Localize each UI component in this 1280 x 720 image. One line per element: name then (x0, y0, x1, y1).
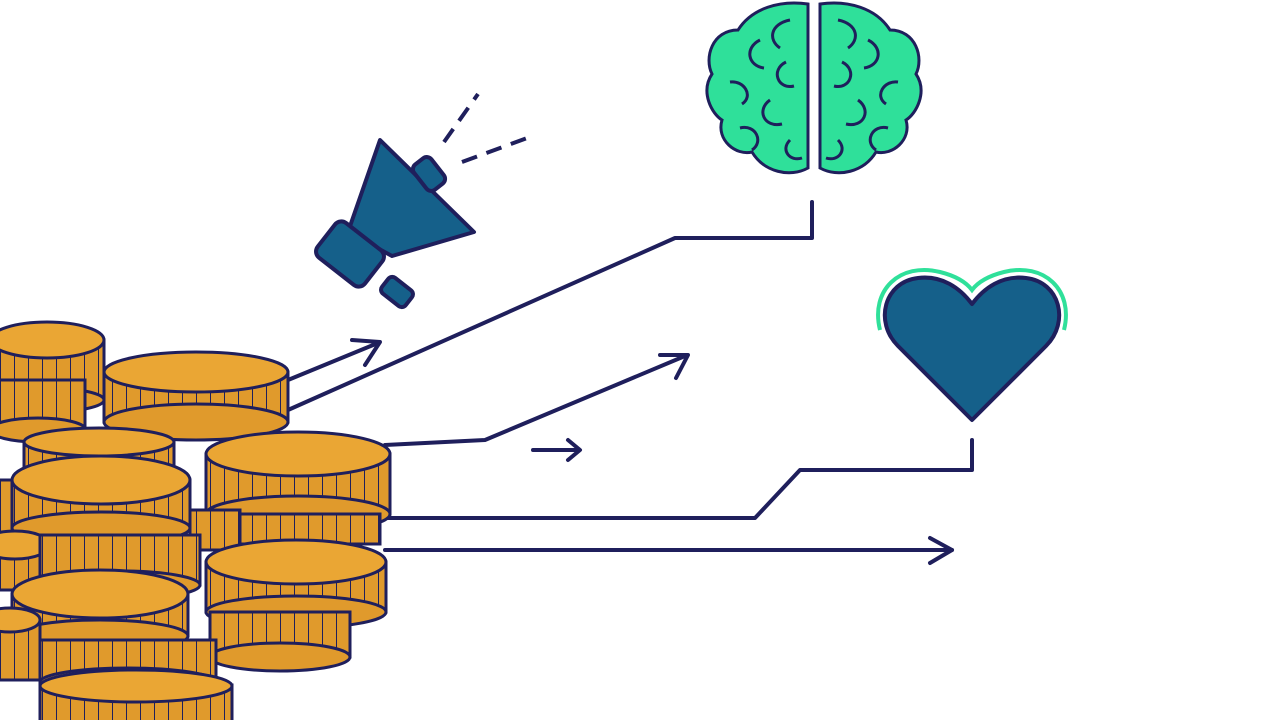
brain-connector-line (286, 200, 814, 412)
coin (0, 606, 42, 682)
heart-icon (876, 268, 1068, 422)
heart-connector-line (383, 438, 974, 520)
brain-icon (705, 1, 923, 175)
coin (10, 454, 192, 546)
coin (208, 610, 352, 673)
flow-lines (286, 200, 974, 565)
coin (38, 668, 234, 720)
coin-stack-icon (0, 320, 392, 720)
arrow-icon (383, 536, 954, 565)
coin (102, 350, 290, 442)
arrow-icon (286, 338, 382, 382)
heart-glow (876, 268, 1068, 331)
arrow-icon (531, 438, 582, 462)
megaphone-icon (314, 92, 531, 310)
arrow-icon (383, 353, 690, 447)
